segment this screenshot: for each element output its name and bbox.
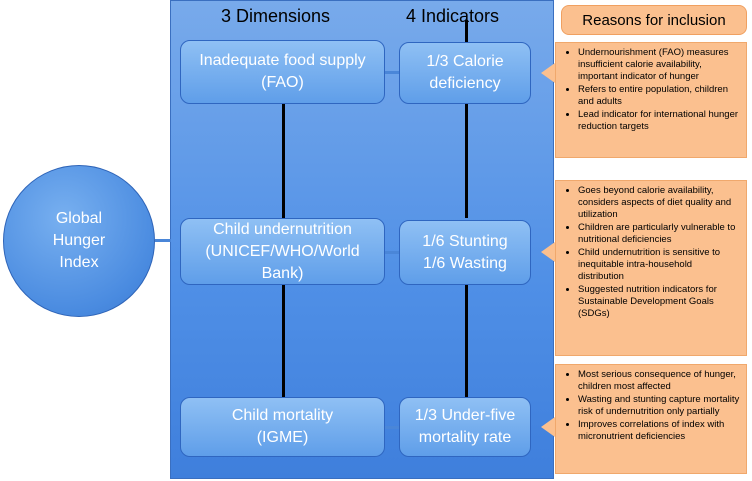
connector-ind-1-2 [465,104,468,218]
reason-item: Child undernutrition is sensitive to ine… [578,247,740,283]
reason-item: Refers to entire population, children an… [578,84,740,108]
index-connector [155,239,171,242]
dimensions-header: 3 Dimensions [221,6,331,26]
reason-arrow-2 [541,242,555,262]
reason-item: Improves correlations of index with micr… [578,419,740,443]
reason-list: Most serious consequence of hunger, chil… [562,369,740,443]
indicators-header: 4 Indicators [406,6,500,26]
reason-item: Children are particularly vulnerable to … [578,222,740,246]
reason-item: Goes beyond calorie availability, consid… [578,185,740,221]
dimension-box-child-undernutrition: Child undernutrition (UNICEF/WHO/World B… [180,218,385,285]
reason-list: Undernourishment (FAO) measures insuffic… [562,47,740,133]
reason-list: Goes beyond calorie availability, consid… [562,185,740,320]
reasons-header: Reasons for inclusion [561,5,747,35]
indicator-box-calorie: 1/3 Calorie deficiency [399,42,531,104]
reason-arrow-1 [541,63,555,83]
global-hunger-index-node: Global Hunger Index [3,165,155,317]
dimension-label: Child undernutrition (UNICEF/WHO/World B… [205,220,360,282]
dimension-label: Inadequate food supply (FAO) [199,52,366,91]
connector-ind-2-3 [465,285,468,397]
reason-item: Most serious consequence of hunger, chil… [578,369,740,393]
reason-box-child-undernutrition: Goes beyond calorie availability, consid… [555,180,747,356]
connector-ind-top [465,20,468,42]
global-hunger-index-label: Global Hunger Index [52,210,106,271]
reason-item: Wasting and stunting capture mortality r… [578,394,740,418]
reason-arrow-3 [541,417,555,437]
indicator-label: 1/3 Under-five mortality rate [414,407,516,446]
link-row-2 [385,251,399,254]
connector-dim-1-2 [282,104,285,218]
reason-box-child-mortality: Most serious consequence of hunger, chil… [555,364,747,474]
dimension-label: Child mortality (IGME) [231,407,334,446]
reason-item: Undernourishment (FAO) measures insuffic… [578,47,740,83]
dimension-box-child-mortality: Child mortality (IGME) [180,397,385,457]
reason-item: Lead indicator for international hunger … [578,109,740,133]
indicator-box-mortality: 1/3 Under-five mortality rate [399,397,531,457]
link-row-3 [385,426,399,429]
dimension-box-food-supply: Inadequate food supply (FAO) [180,40,385,104]
indicator-box-stunting-wasting: 1/6 Stunting 1/6 Wasting [399,220,531,285]
indicator-label: 1/3 Calorie deficiency [426,53,504,92]
link-row-1 [385,71,399,74]
indicator-label: 1/6 Stunting 1/6 Wasting [422,232,508,272]
connector-dim-2-3 [282,285,285,397]
reason-box-food-supply: Undernourishment (FAO) measures insuffic… [555,42,747,158]
reason-item: Suggested nutrition indicators for Susta… [578,284,740,320]
